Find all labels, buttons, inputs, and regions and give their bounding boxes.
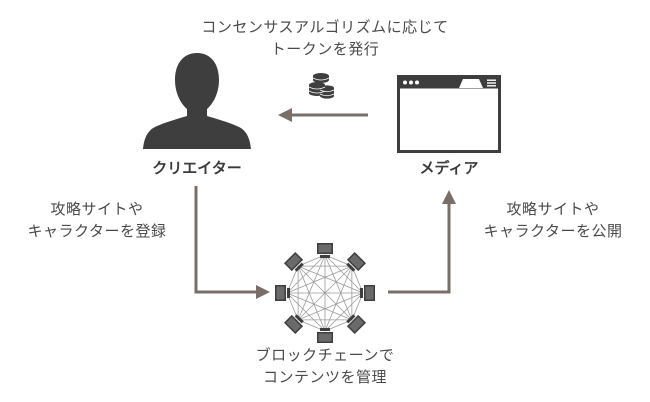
browser-window-icon	[397, 75, 501, 153]
person-silhouette-icon	[143, 53, 251, 149]
network-node-computer	[317, 243, 333, 258]
network-computers-icon	[275, 243, 375, 343]
network-node-computer	[283, 251, 304, 272]
register-content-caption: 攻略サイトや キャラクターを登録	[12, 198, 182, 242]
publish-content-caption: 攻略サイトや キャラクターを公開	[468, 198, 638, 242]
token-issuance-caption-line2: トークンを発行	[270, 40, 380, 58]
network-node-computer	[360, 285, 375, 301]
network-node-computer	[346, 251, 367, 272]
token-issuance-caption: コンセンサスアルゴリズムに応じて トークンを発行	[170, 16, 480, 60]
register-content-caption-line2: キャラクターを登録	[27, 222, 167, 240]
network-node-computer	[317, 328, 333, 343]
network-node-computer	[346, 314, 367, 335]
publish-content-caption-line2: キャラクターを公開	[483, 222, 623, 240]
network-node-computer	[275, 285, 290, 301]
token-issuance-caption-line1: コンセンサスアルゴリズムに応じて	[201, 18, 449, 36]
blockchain-caption-line1: ブロックチェーンで	[255, 346, 395, 364]
register-content-caption-line1: 攻略サイトや	[50, 200, 144, 218]
creator-title: クリエイター	[152, 159, 242, 177]
coin-stack-icon	[308, 73, 335, 99]
network-node-computer	[283, 314, 304, 335]
blockchain-caption: ブロックチェーンで コンテンツを管理	[220, 344, 430, 388]
media-title: メディア	[419, 159, 479, 177]
blockchain-caption-line2: コンテンツを管理	[262, 368, 387, 386]
publish-content-caption-line1: 攻略サイトや	[506, 200, 600, 218]
